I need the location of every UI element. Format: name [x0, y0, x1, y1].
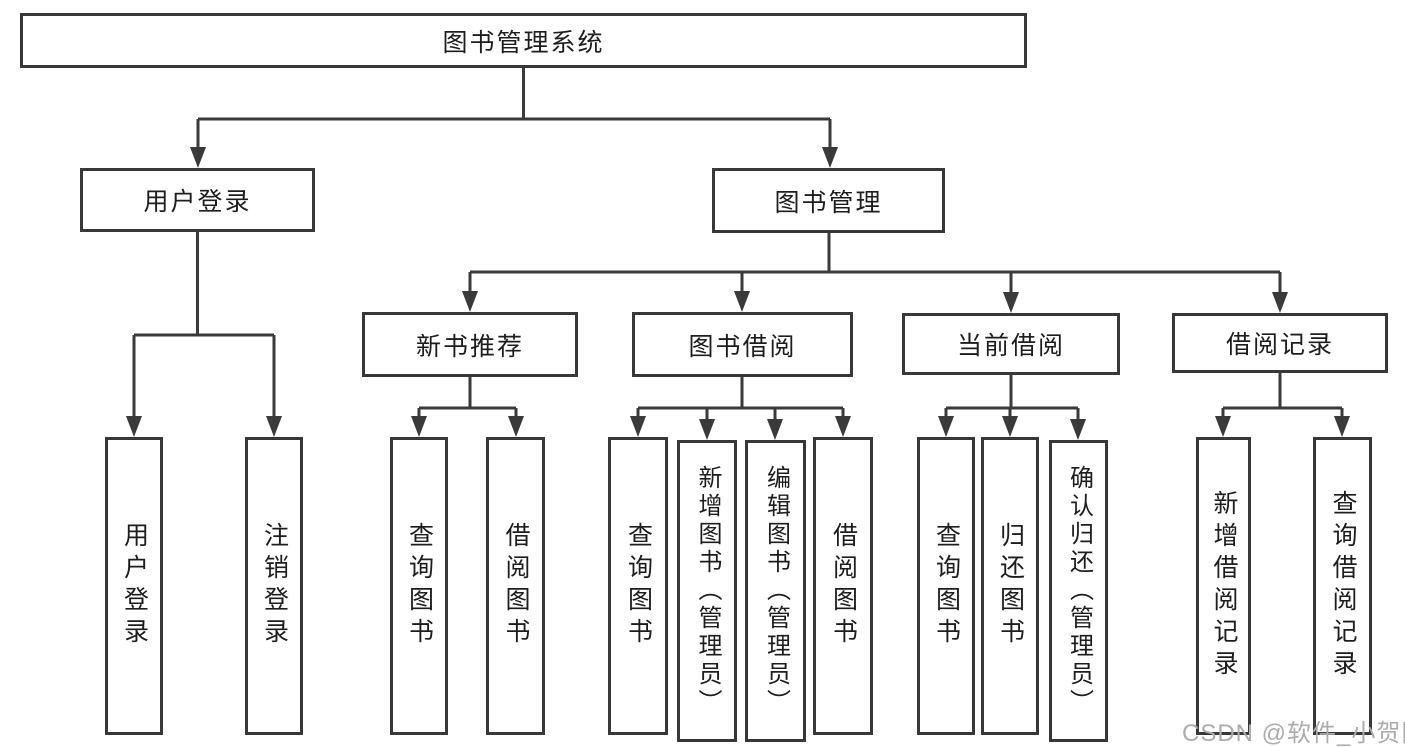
leaf-label: 查询图书: [932, 522, 961, 650]
node-edit-book-admin: 编辑图书（管理员）: [745, 440, 806, 742]
arrowheads: [126, 147, 1350, 440]
leaf-label: 借阅图书: [829, 522, 858, 650]
leaf-label: 新增图书（管理员）: [694, 465, 721, 717]
leaf-label: 查询图书: [405, 522, 434, 650]
leaf-label: 借阅图书: [502, 522, 530, 650]
leaf-label: 确认归还（管理员）: [1065, 465, 1093, 717]
node-logout-leaf: 注销登录: [245, 437, 303, 735]
node-query-books-current: 查询图书: [917, 437, 975, 735]
node-confirm-return-admin: 确认归还（管理员）: [1049, 440, 1108, 742]
leaf-label: 编辑图书（管理员）: [762, 465, 790, 717]
node-borrow-records: 借阅记录: [1172, 313, 1388, 373]
watermark: CSDN @软件_小贺同学: [1182, 720, 1405, 747]
node-current-borrow: 当前借阅: [902, 313, 1120, 375]
node-borrow-books-leaf: 借阅图书: [813, 437, 873, 735]
node-query-books-borrow: 查询图书: [608, 437, 668, 735]
leaf-label: 用户登录: [120, 522, 149, 650]
node-add-borrow-record: 新增借阅记录: [1196, 437, 1251, 735]
leaf-label: 查询借阅记录: [1329, 490, 1357, 682]
node-user-login-leaf: 用户登录: [105, 437, 163, 735]
node-add-book-admin: 新增图书（管理员）: [677, 440, 737, 742]
leaf-label: 查询图书: [624, 522, 653, 650]
node-return-book: 归还图书: [981, 437, 1039, 735]
leaf-label: 归还图书: [996, 522, 1025, 650]
node-user-login: 用户登录: [80, 168, 315, 232]
node-borrow-books-recommend: 借阅图书: [486, 437, 545, 735]
node-book-management: 图书管理: [712, 168, 945, 233]
tree-edges: [132, 68, 1344, 422]
node-query-borrow-record: 查询借阅记录: [1313, 437, 1372, 735]
node-query-books-recommend: 查询图书: [390, 437, 448, 735]
leaf-label: 注销登录: [260, 522, 289, 650]
leaf-label: 新增借阅记录: [1210, 490, 1238, 682]
node-library-management-system: 图书管理系统: [20, 13, 1027, 68]
node-book-borrow: 图书借阅: [632, 312, 853, 377]
node-new-book-recommend: 新书推荐: [362, 312, 578, 377]
